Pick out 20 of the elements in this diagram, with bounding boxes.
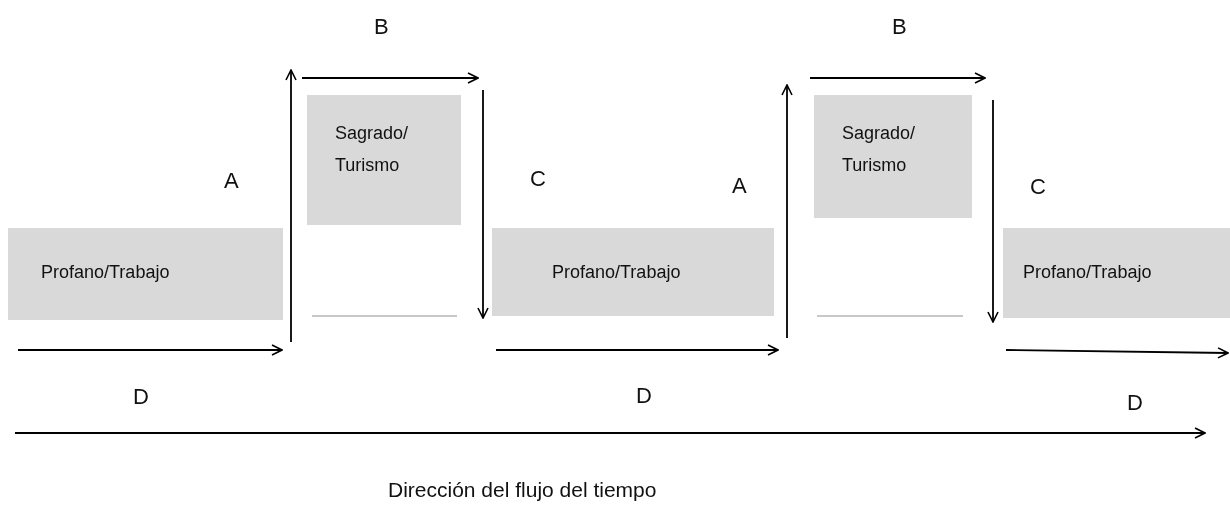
- arrow-letter: A: [224, 168, 239, 194]
- box-label: Profano/Trabajo: [1023, 261, 1153, 284]
- activity-box: [307, 95, 461, 225]
- box-label: Sagrado/ Turismo: [335, 122, 410, 177]
- activity-box: [8, 228, 283, 320]
- box-label: Profano/Trabajo: [41, 261, 171, 284]
- arrow-letter: D: [636, 383, 652, 409]
- arrow-letter: B: [892, 14, 907, 40]
- arrow-letter: D: [1127, 390, 1143, 416]
- box-label: Profano/Trabajo: [552, 261, 682, 284]
- arrow-letter: D: [133, 384, 149, 410]
- activity-box: [814, 95, 972, 218]
- arrow-letter: B: [374, 14, 389, 40]
- arrow-letter: C: [1030, 174, 1046, 200]
- activity-box: [492, 228, 774, 316]
- box-label: Sagrado/ Turismo: [842, 122, 917, 177]
- axis-caption: Dirección del flujo del tiempo: [388, 478, 657, 502]
- activity-box: [1003, 228, 1230, 318]
- arrow-letter: C: [530, 166, 546, 192]
- arrow-letter: A: [732, 173, 747, 199]
